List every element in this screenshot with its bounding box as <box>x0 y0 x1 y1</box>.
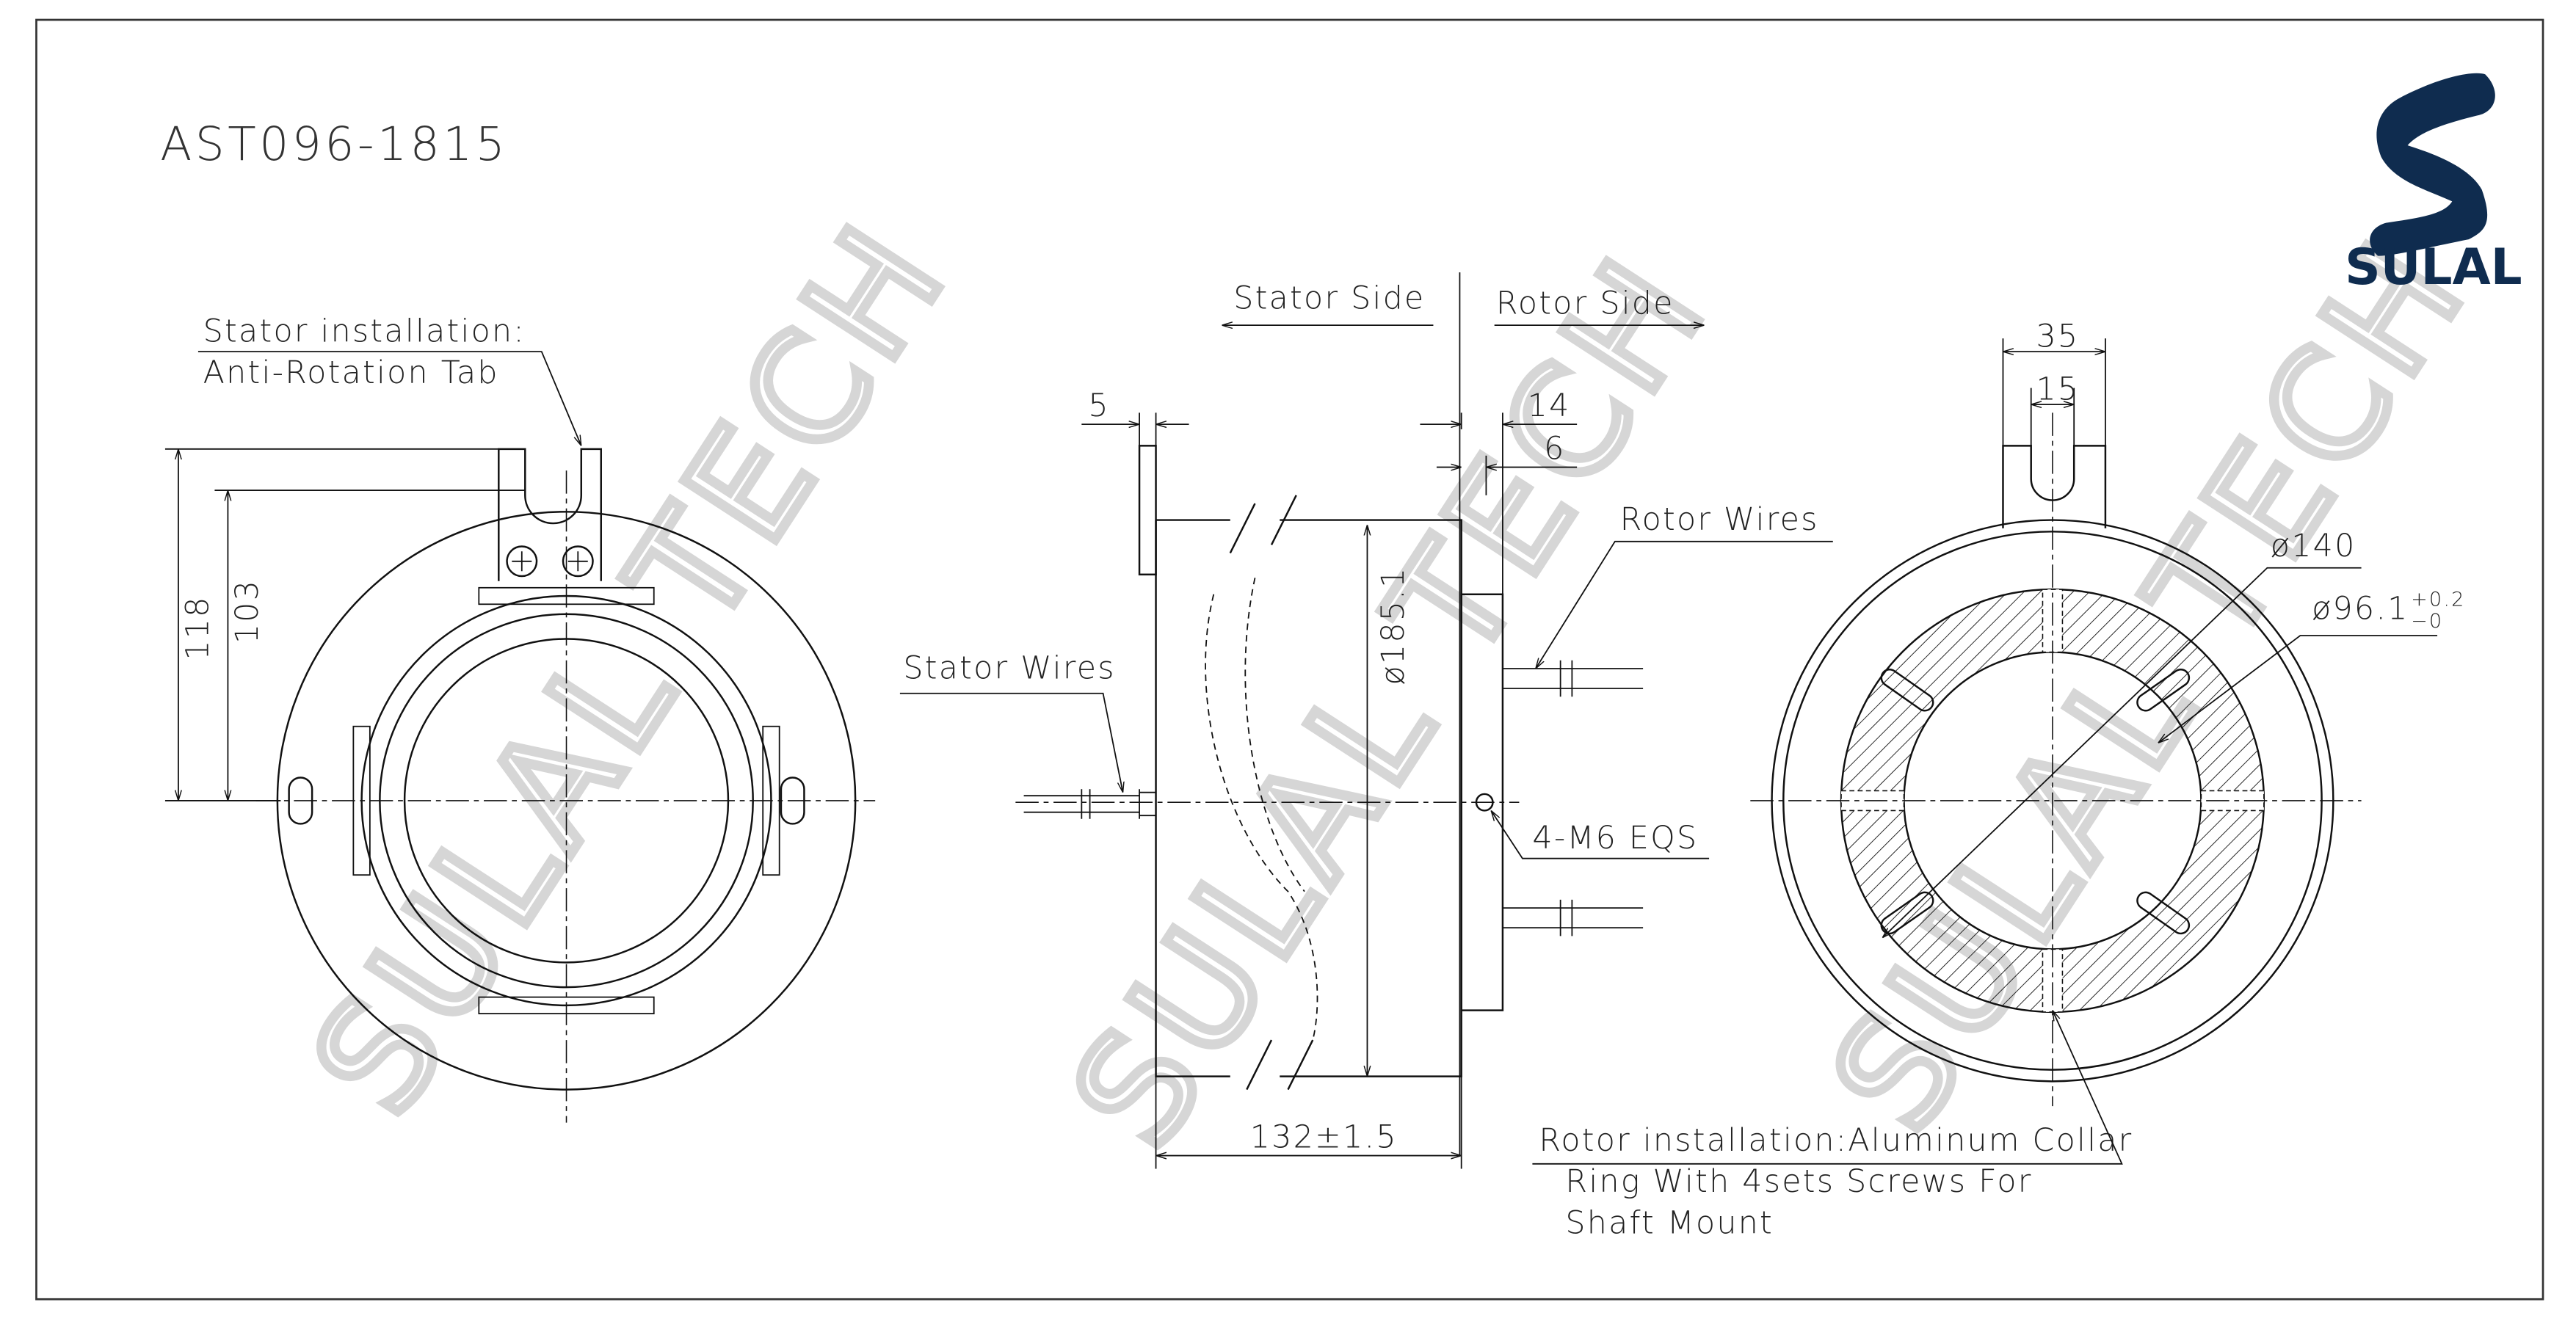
sheet-border <box>35 18 2544 1301</box>
rotor-installation-note-line2: Ring With 4sets Screws For <box>1565 1163 2032 1200</box>
tolerance-plus: +0.2 <box>2411 589 2466 611</box>
rotor-wires <box>1502 660 1644 936</box>
svg-text:SULAL TECH: SULAL TECH <box>1040 225 1741 1175</box>
rotor-installation-note-line3: Shaft Mount <box>1565 1204 1774 1241</box>
stator-wires <box>1023 789 1156 819</box>
dim-15: 15 <box>2036 371 2079 407</box>
stator-wires-label: Stator Wires <box>903 650 1115 686</box>
svg-text:SULAL: SULAL <box>2345 238 2522 296</box>
stator-installation-note: Stator installation: <box>203 313 526 350</box>
dim-length: 132±1.5 <box>1250 1119 1398 1155</box>
anti-rotation-tab-note: Anti-Rotation Tab <box>203 354 499 391</box>
drawing-title: AST096-1815 <box>160 117 508 171</box>
dim-14: 14 <box>1528 388 1571 424</box>
rotor-installation-note: Rotor installation:Aluminum Collar <box>1539 1122 2133 1159</box>
dim-diameter-185: ø185.1 <box>1375 567 1412 685</box>
tolerance-minus: −0 <box>2411 610 2443 633</box>
dim-5: 5 <box>1088 388 1109 424</box>
dim-diameter-140: ø140 <box>2271 528 2357 564</box>
sulal-logo: SULAL <box>2345 73 2522 296</box>
dim-118: 118 <box>179 595 216 660</box>
dim-diameter-96: ø96.1 <box>2312 591 2409 628</box>
dim-6: 6 <box>1544 430 1565 467</box>
dim-103: 103 <box>229 579 266 644</box>
stator-front-view: 118 103 Stator installation: Anti-Rotati… <box>164 313 876 1123</box>
stator-side-label: Stator Side <box>1233 280 1425 317</box>
rotor-front-view: 35 15 ø140 ø96.1 +0.2 −0 Rotor installat… <box>1532 318 2466 1241</box>
logo-s-icon <box>2370 73 2495 256</box>
rotor-side-label: Rotor Side <box>1496 285 1675 321</box>
rotor-wires-label: Rotor Wires <box>1620 501 1819 538</box>
side-view: Stator Side Rotor Side 5 14 6 ø185.1 132… <box>899 272 1833 1169</box>
dim-35: 35 <box>2036 318 2079 354</box>
holes-label: 4-M6 EQS <box>1532 820 1698 856</box>
